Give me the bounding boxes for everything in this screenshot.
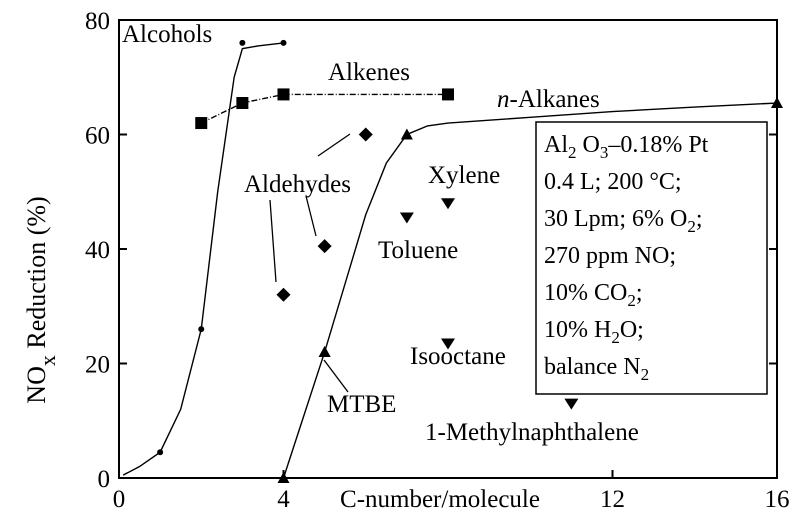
conditions-box: Al2 O3–0.18% Pt 0.4 L; 200 °C; 30 Lpm; 6… (535, 121, 768, 395)
conditions-line-7: balance N2 (544, 354, 649, 384)
leader-mtbe (323, 359, 349, 393)
conditions-line-1: Al2 O3–0.18% Pt (544, 132, 709, 162)
leader-aldehydes-mid (305, 195, 317, 237)
point-mtbe-0 (318, 346, 331, 358)
x-tick-label-4: 4 (277, 486, 290, 513)
point-aldehydes-2 (358, 127, 373, 142)
conditions-line-4: 270 ppm NO; (544, 243, 676, 269)
point-alkenes-3 (442, 88, 454, 101)
point-alcohols-1 (198, 326, 205, 333)
conditions-box-frame (535, 121, 768, 395)
point-aldehydes-1 (317, 239, 332, 254)
point-aldehydes-0 (276, 287, 291, 302)
point-alkenes-2 (277, 88, 290, 101)
label-toluene: Toluene (378, 237, 458, 264)
y-tick-label-60: 60 (85, 123, 110, 150)
leader-aldehydes-high (317, 133, 351, 157)
point-toluene-0 (399, 212, 414, 224)
point-alkenes-1 (236, 97, 249, 110)
y-tick-label-20: 20 (85, 352, 110, 379)
leader-aldehydes-low (269, 199, 277, 283)
label-leaders (269, 133, 351, 393)
point-alkenes-0 (195, 117, 208, 130)
curve-alkenes (200, 93, 448, 124)
label-isooctane: Isooctane (410, 343, 506, 370)
y-tick-label-0: 0 (98, 466, 111, 493)
x-axis-label: C-number/molecule (340, 486, 540, 513)
label-aldehydes: Aldehydes (244, 171, 351, 198)
point-n-alkanes-2 (400, 128, 413, 140)
label-methylnaphthalene: 1-Methylnaphthalene (425, 419, 639, 446)
label-alcohols: Alcohols (122, 21, 212, 48)
conditions-line-3: 30 Lpm; 6% O2; (544, 206, 703, 236)
x-tick-label-16: 16 (765, 486, 790, 513)
x-tick-label-12: 12 (600, 486, 625, 513)
y-axis-label: NOx Reduction (%) (22, 196, 60, 403)
curve-alcohols (122, 42, 284, 476)
y-tick-label-80: 80 (85, 8, 110, 35)
conditions-line-2: 0.4 L; 200 °C; (544, 169, 682, 195)
point-n-alkanes-0 (277, 472, 290, 483)
label-alkenes: Alkenes (328, 59, 410, 86)
point-xylene-0 (441, 198, 455, 210)
point-alcohols-3 (280, 39, 287, 46)
label-mtbe: MTBE (327, 391, 396, 418)
label-xylene: Xylene (428, 162, 500, 189)
point-1-methylnaphthalene-0 (564, 398, 579, 410)
x-tick-label-0: 0 (113, 486, 126, 513)
point-alcohols-0 (157, 449, 164, 456)
point-isooctane-0 (441, 338, 455, 350)
conditions-line-6: 10% H2O; (544, 317, 644, 347)
conditions-line-5: 10% CO2; (544, 280, 643, 310)
y-tick-label-40: 40 (85, 237, 110, 264)
point-n-alkanes-3 (771, 97, 783, 109)
chart-marks: 0 4 12 16 0 20 40 60 80 (85, 8, 790, 513)
label-n-alkanes: n-Alkanes (497, 86, 600, 113)
point-alcohols-2 (239, 39, 246, 46)
